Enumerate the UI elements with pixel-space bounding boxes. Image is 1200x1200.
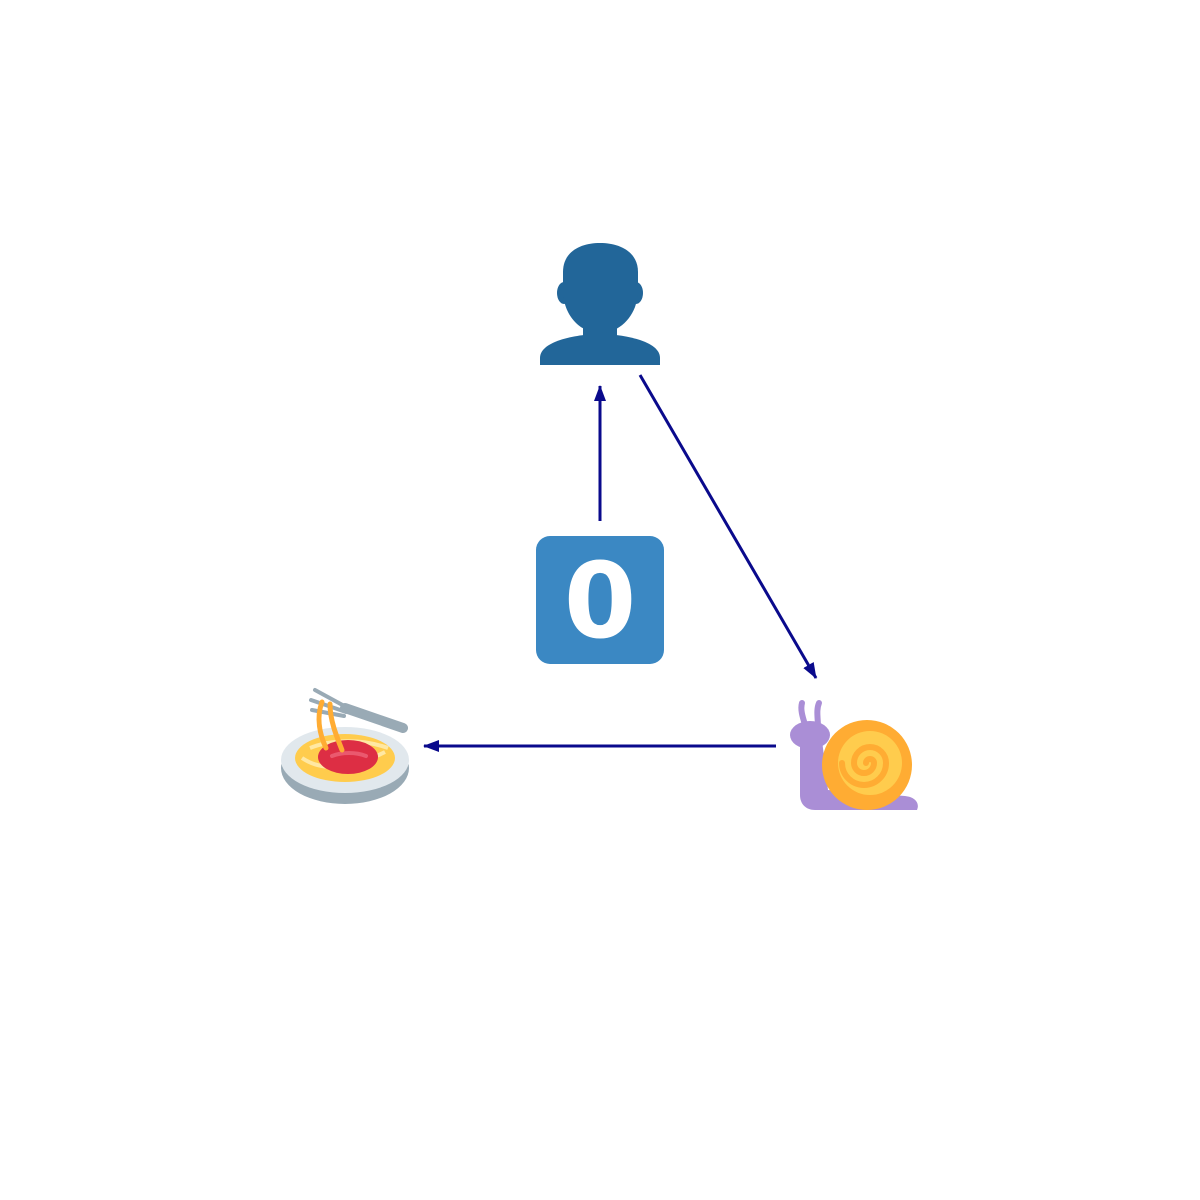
snail-icon [790,700,918,810]
keycap-digit-zero-icon: 0 [536,536,664,664]
person-head [563,243,638,333]
bust-in-silhouette-icon [540,243,660,365]
pasta-on-fork [316,699,345,753]
sauce-highlight [330,751,368,758]
sauce [318,740,378,774]
fork-handle [340,703,408,733]
snail-body [800,740,918,810]
edge-person-to-snail [638,374,818,679]
person-shoulders [540,334,660,365]
snail-shell-inner [838,731,902,795]
spaghetti-icon [281,688,409,804]
keycap-background [536,536,664,664]
keycap-label: 0 [564,540,636,662]
snail-shell-spiral [839,744,890,788]
